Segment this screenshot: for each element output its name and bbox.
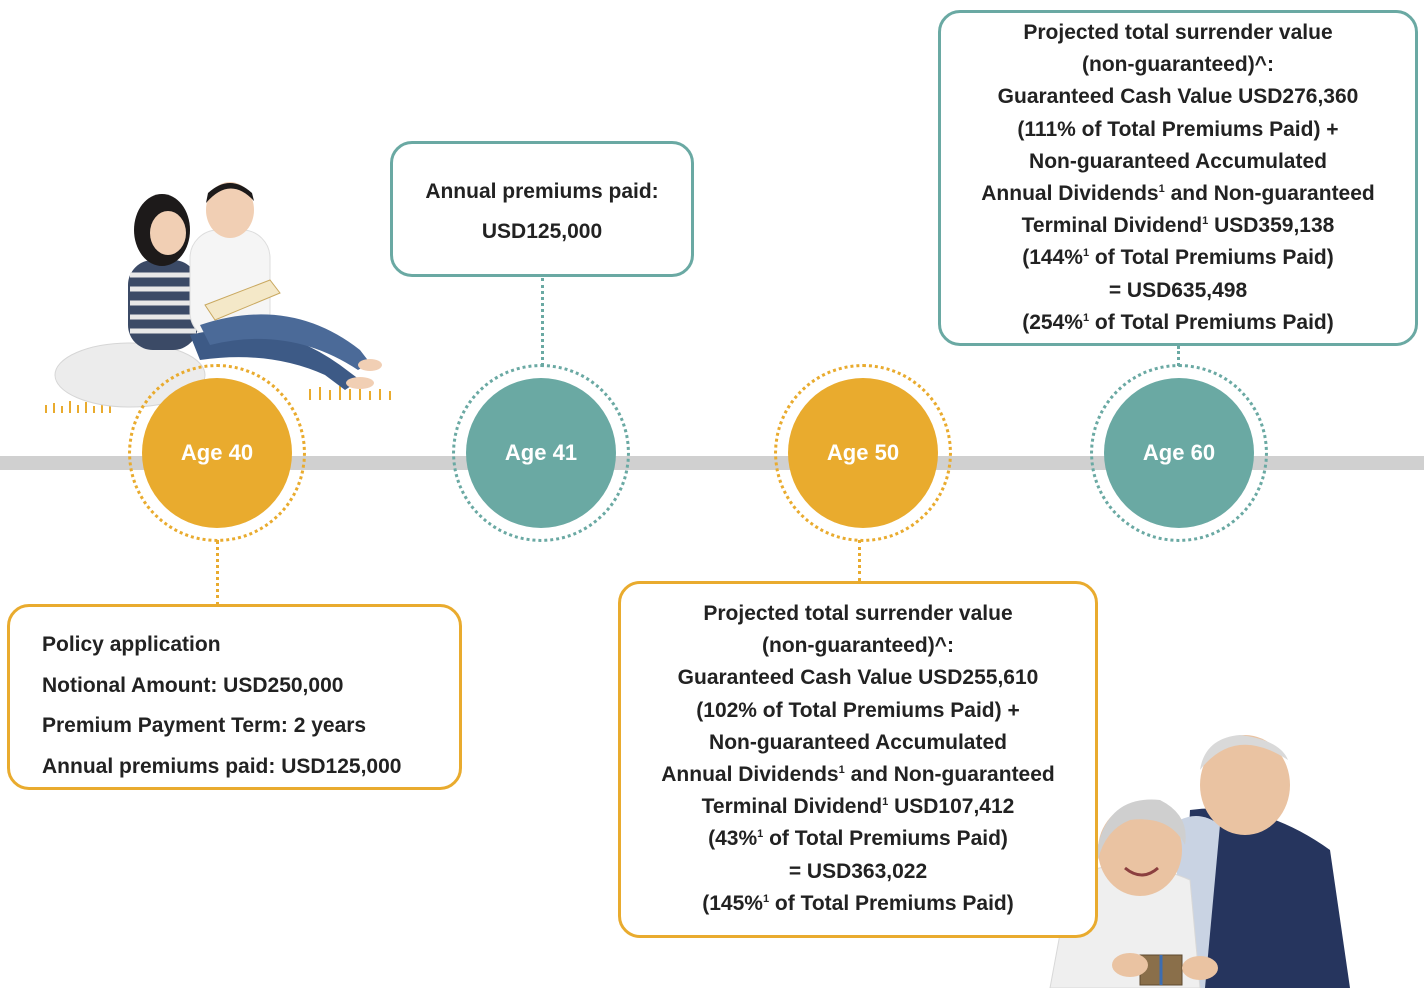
age50-label: Age 50 [826, 440, 900, 465]
age50-line-6a: Annual Dividends [661, 763, 839, 787]
age60-node: Age 60 [1104, 378, 1254, 528]
elderly-couple-photo [1049, 735, 1350, 988]
age50-line-7: Terminal Dividend1 USD107,412 [621, 791, 1095, 823]
timeline-track [0, 456, 1424, 470]
age50-line-7a: Terminal Dividend [701, 795, 883, 819]
age40-label: Age 40 [180, 440, 254, 465]
age50-node: Age 50 [788, 378, 938, 528]
age60-line-6a: Annual Dividends [981, 182, 1159, 206]
age50-line-2: (non-guaranteed)^: [762, 634, 954, 658]
age50-halo [774, 364, 952, 542]
age50-line-1: Projected total surrender value [703, 602, 1013, 625]
age60-line-10b: of Total Premiums Paid) [1089, 310, 1334, 334]
age50-line-3: Guaranteed Cash Value USD255,610 [677, 666, 1039, 690]
age50-line-8: (43%1 of Total Premiums Paid) [621, 823, 1095, 855]
age50-line-8a: (43% [708, 827, 758, 851]
age60-halo [1090, 364, 1268, 542]
age60-line-1: Projected total surrender value [1023, 21, 1333, 44]
age41-connector [541, 278, 544, 366]
age50-line-10-footnote: 1 [762, 892, 770, 905]
age60-line-5: Non-guaranteed Accumulated [1029, 149, 1327, 173]
age60-line-8: (144%1 of Total Premiums Paid) [941, 242, 1415, 274]
age60-line-10a: (254% [1022, 310, 1083, 334]
policy-application-box: Policy application Notional Amount: USD2… [7, 604, 462, 790]
age50-line-8-footnote: 1 [757, 828, 764, 841]
age60-line-7a: Terminal Dividend [1021, 214, 1203, 238]
age50-line-6: Annual Dividends1 and Non-guaranteed [621, 759, 1095, 791]
age50-line-6-footnote: 1 [838, 764, 845, 777]
age60-line-7-footnote: 1 [1202, 215, 1209, 228]
annual-premiums-value: USD125,000 [481, 220, 603, 243]
age60-line-6b: and Non-guaranteed [1164, 182, 1375, 206]
age60-line-4: (111% of Total Premiums Paid) + [1017, 117, 1339, 141]
age60-line-3: Guaranteed Cash Value USD276,360 [997, 85, 1359, 109]
annual-premiums-label: Annual premiums paid: [425, 180, 659, 203]
age60-line-6-footnote: 1 [1158, 183, 1165, 196]
age50-connector [858, 540, 861, 581]
age60-line-7: Terminal Dividend1 USD359,138 [941, 210, 1415, 242]
age60-line-9: = USD635,498 [1108, 278, 1248, 302]
age50-line-4: (102% of Total Premiums Paid) + [696, 698, 1020, 722]
young-couple-photo [45, 182, 391, 413]
age50-line-7-footnote: 1 [882, 796, 889, 809]
age60-line-8a: (144% [1022, 246, 1083, 270]
age41-halo [452, 364, 630, 542]
annual-premiums-box: Annual premiums paid: USD125,000 [390, 141, 694, 277]
age40-halo [128, 364, 306, 542]
age50-line-9: = USD363,022 [788, 859, 928, 883]
age50-line-8b: of Total Premiums Paid) [763, 827, 1008, 851]
age60-connector [1177, 346, 1180, 366]
age50-line-5: Non-guaranteed Accumulated [709, 730, 1007, 754]
notional-amount-line: Notional Amount: USD250,000 [42, 673, 344, 697]
age41-label: Age 41 [504, 440, 578, 465]
age60-surrender-value-box: Projected total surrender value (non-gua… [938, 10, 1418, 346]
annual-premium-line: Annual premiums paid: USD125,000 [42, 754, 402, 778]
age60-line-7b: USD359,138 [1208, 214, 1335, 238]
age60-line-8b: of Total Premiums Paid) [1089, 246, 1334, 270]
payment-term-line: Premium Payment Term: 2 years [42, 714, 367, 737]
age50-line-7b: USD107,412 [888, 795, 1015, 819]
age40-connector [216, 540, 219, 606]
age60-line-6: Annual Dividends1 and Non-guaranteed [941, 178, 1415, 210]
age40-node: Age 40 [142, 378, 292, 528]
age50-line-10b: of Total Premiums Paid) [769, 891, 1014, 915]
age60-line-10-footnote: 1 [1082, 311, 1090, 324]
age50-line-10a: (145% [702, 891, 763, 915]
age60-line-10: (254%1 of Total Premiums Paid) [941, 307, 1415, 339]
age50-line-6b: and Non-guaranteed [844, 763, 1055, 787]
age41-node: Age 41 [466, 378, 616, 528]
age60-line-2: (non-guaranteed)^: [1082, 53, 1274, 77]
age50-line-10: (145%1 of Total Premiums Paid) [621, 888, 1095, 920]
age60-line-8-footnote: 1 [1082, 247, 1090, 260]
policy-application-heading: Policy application [42, 633, 221, 656]
age50-surrender-value-box: Projected total surrender value (non-gua… [618, 581, 1098, 938]
age60-label: Age 60 [1142, 440, 1216, 465]
